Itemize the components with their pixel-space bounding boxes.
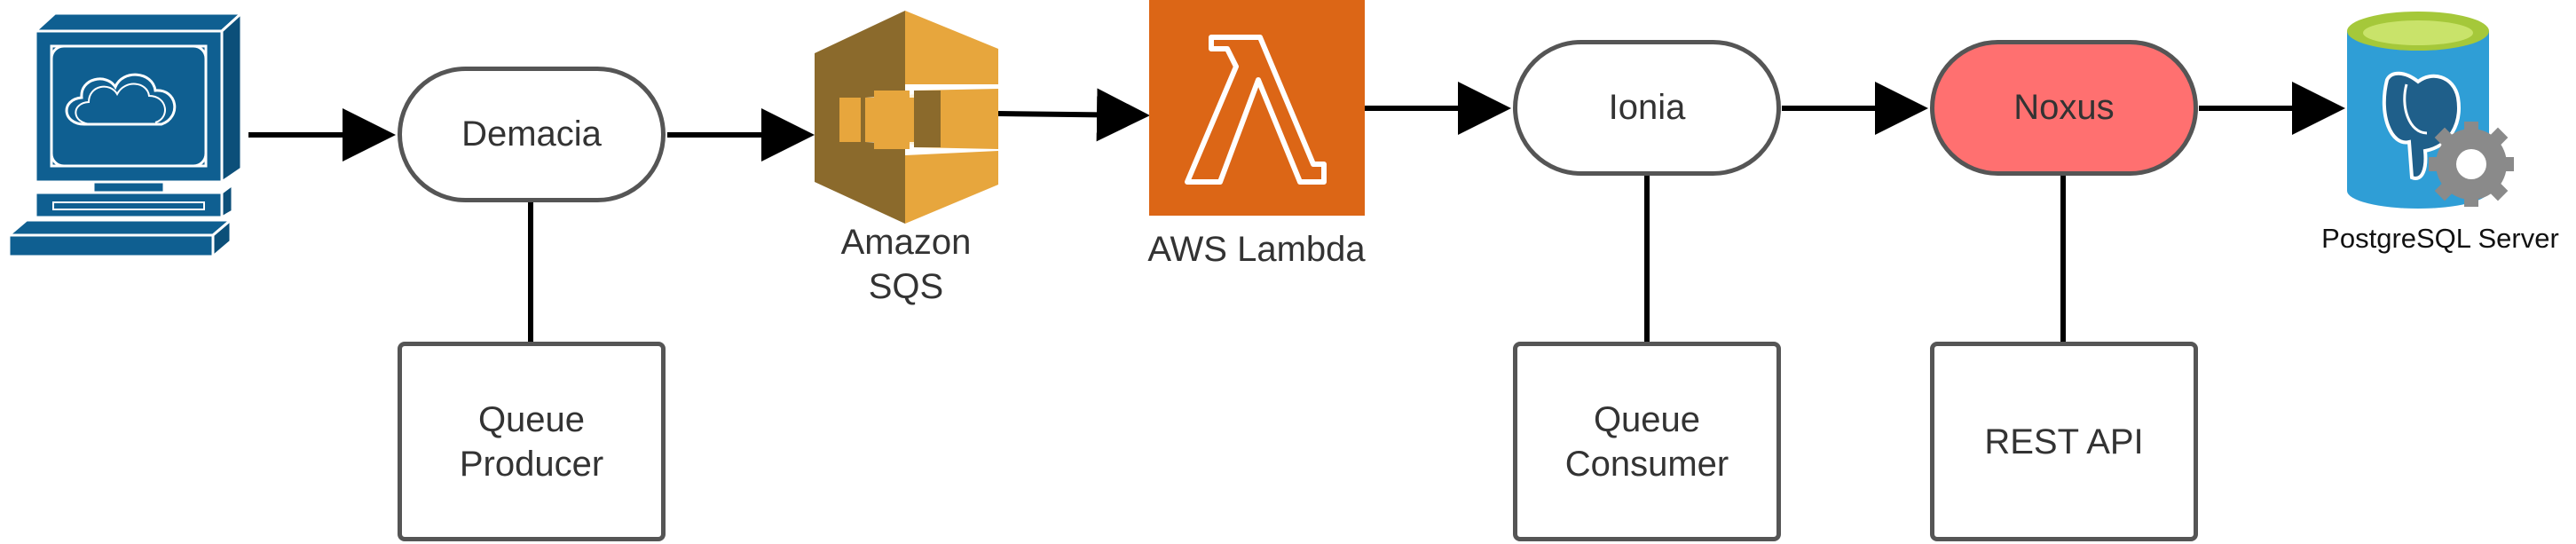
postgres-caption-text: PostgreSQL Server [2321, 223, 2559, 254]
arrow-sqs-to-lambda [997, 88, 1150, 142]
queue-consumer-line-1: Queue [1593, 399, 1701, 439]
postgresql-database-icon [2347, 12, 2514, 209]
node-noxus: Noxus [1930, 40, 2198, 176]
computer-icon [4, 10, 245, 260]
node-ionia: Ionia [1513, 40, 1781, 176]
node-demacia: Demacia [398, 67, 666, 202]
node-noxus-label: Noxus [2013, 88, 2115, 127]
sqs-caption-line-1: Amazon [840, 223, 972, 262]
lambda-caption: AWS Lambda [1123, 227, 1390, 272]
queue-producer-line-2: Producer [459, 444, 604, 484]
amazon-sqs-icon [815, 11, 998, 224]
sqs-caption: Amazon SQS [817, 220, 995, 309]
box-queue-consumer: Queue Consumer [1513, 342, 1781, 541]
lambda-caption-text: AWS Lambda [1147, 230, 1366, 269]
aws-lambda-icon [1149, 0, 1365, 216]
postgres-caption: PostgreSQL Server [2307, 217, 2573, 261]
box-queue-producer: Queue Producer [398, 342, 666, 541]
sqs-caption-line-2: SQS [868, 267, 944, 306]
node-demacia-label: Demacia [461, 114, 602, 154]
node-ionia-label: Ionia [1608, 88, 1686, 127]
rest-api-label: REST API [1984, 422, 2144, 461]
queue-consumer-line-2: Consumer [1564, 444, 1729, 484]
box-rest-api: REST API [1930, 342, 2198, 541]
queue-producer-line-1: Queue [477, 399, 586, 439]
